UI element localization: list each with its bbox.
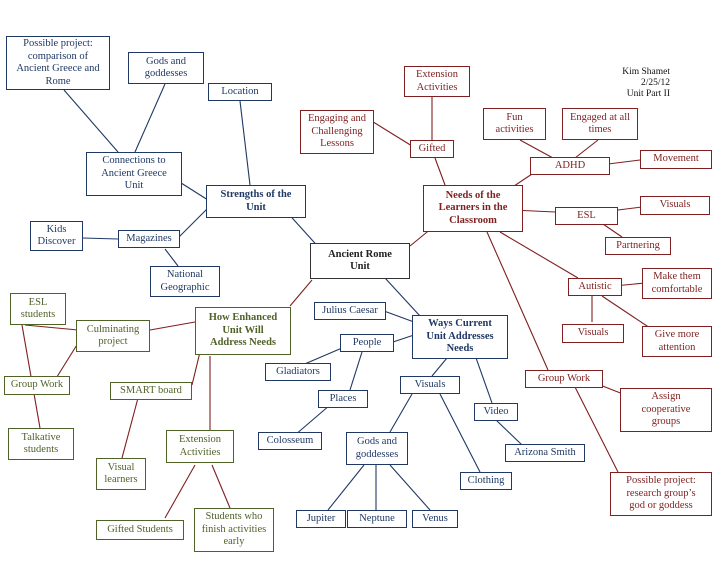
link-center-enhanced <box>289 279 313 307</box>
node-possible-project-comparison: Possible project: comparison of Ancient … <box>6 36 110 90</box>
node-finish-early: Students who finish activities early <box>194 508 274 552</box>
node-national-geographic: National Geographic <box>150 266 220 297</box>
node-give-attention: Give more attention <box>642 326 712 357</box>
link-culminating-groupwork <box>54 339 81 381</box>
node-arizona-smith: Arizona Smith <box>505 444 585 462</box>
node-colosseum: Colosseum <box>258 432 322 450</box>
node-gifted-students: Gifted Students <box>96 520 184 540</box>
link-video-arizona <box>495 419 523 446</box>
link-groupwork-research <box>574 386 619 473</box>
link-strengths-location <box>239 100 251 186</box>
link-smart-visual <box>121 397 139 459</box>
node-group-work-needs: Group Work <box>525 370 603 388</box>
link-current-visuals <box>431 357 448 377</box>
link-places-colosseum <box>294 404 331 436</box>
node-kids-discover: Kids Discover <box>30 221 83 251</box>
node-extension-needs: Extension Activities <box>404 66 470 97</box>
needs-node: Needs of the Learners in the Classroom <box>423 185 523 232</box>
node-culminating-project: Culminating project <box>76 320 150 352</box>
link-esl-visuals <box>617 206 643 211</box>
link-extension-finish <box>211 464 231 509</box>
link-connections-project <box>63 89 119 153</box>
link-culminating-esl <box>24 324 79 331</box>
node-neptune: Neptune <box>347 510 407 528</box>
link-current-video <box>474 354 493 404</box>
author-unit: Unit Part II <box>626 89 670 99</box>
node-engaged-all-times: Engaged at all times <box>562 108 638 140</box>
node-visuals-esl: Visuals <box>640 196 710 215</box>
link-enhanced-culminating <box>149 321 196 331</box>
node-gods-goddesses-strengths: Gods and goddesses <box>128 52 204 84</box>
node-visuals-autistic: Visuals <box>562 324 624 343</box>
link-people-places <box>349 351 363 391</box>
node-autistic: Autistic <box>568 278 622 296</box>
node-venus: Venus <box>412 510 458 528</box>
node-clothing: Clothing <box>460 472 512 490</box>
node-gifted: Gifted <box>410 140 454 158</box>
node-gods-goddesses-current: Gods and goddesses <box>346 432 408 465</box>
node-possible-project-research: Possible project: research group’s god o… <box>610 472 712 516</box>
node-jupiter: Jupiter <box>296 510 346 528</box>
link-connections-gods <box>134 83 166 153</box>
link-gods-venus <box>389 464 431 511</box>
link-magazines-kids <box>82 237 119 240</box>
node-gladiators: Gladiators <box>265 363 331 381</box>
node-fun-activities: Fun activities <box>483 108 546 140</box>
link-current-people <box>392 334 415 343</box>
link-current-julius <box>383 310 415 323</box>
node-julius-caesar: Julius Caesar <box>314 302 386 320</box>
node-people: People <box>340 334 394 352</box>
author-stamp: Kim Shamet 2/25/12 Unit Part II <box>622 67 670 100</box>
link-autistic-attention <box>601 295 651 329</box>
node-connections-greece: Connections to Ancient Greece Unit <box>86 152 182 196</box>
author-date: 2/25/12 <box>640 78 670 88</box>
node-adhd: ADHD <box>530 157 610 175</box>
node-visuals-current: Visuals <box>400 376 460 394</box>
link-magazines-natgeo <box>164 248 179 267</box>
node-video: Video <box>474 403 518 421</box>
node-extension-enhanced: Extension Activities <box>166 430 234 463</box>
node-partnering: Partnering <box>605 237 671 255</box>
author-name: Kim Shamet <box>622 67 670 77</box>
link-needs-autistic <box>499 231 579 279</box>
current-node: Ways Current Unit Addresses Needs <box>412 315 508 359</box>
node-make-comfortable: Make them comfortable <box>642 268 712 299</box>
center-node: Ancient Rome Unit <box>310 243 410 279</box>
link-gifted-engaging <box>369 119 413 147</box>
node-movement: Movement <box>640 150 712 169</box>
node-assign-groups: Assign cooperative groups <box>620 388 712 432</box>
link-visuals-gods <box>389 393 413 433</box>
link-enhanced-smart <box>191 351 201 386</box>
node-smart-board: SMART board <box>110 382 192 400</box>
link-adhd-fun <box>519 139 554 159</box>
node-visual-learners: Visual learners <box>96 458 146 490</box>
link-extension-gifted <box>164 464 196 519</box>
link-strengths-magazines <box>177 207 209 239</box>
node-magazines: Magazines <box>118 230 180 248</box>
node-engaging-lessons: Engaging and Challenging Lessons <box>300 110 374 154</box>
enhanced-node: How Enhanced Unit Will Address Needs <box>195 307 291 355</box>
node-location: Location <box>208 83 272 101</box>
link-gods-jupiter <box>327 464 365 511</box>
link-needs-gifted <box>434 157 446 186</box>
link-center-current <box>384 277 421 317</box>
node-esl-needs: ESL <box>555 207 618 225</box>
node-places: Places <box>318 390 368 408</box>
link-adhd-engaged <box>574 139 599 159</box>
node-group-work-enhanced: Group Work <box>4 376 70 395</box>
link-visuals-clothing <box>439 393 481 473</box>
link-needs-groupwork <box>486 231 549 371</box>
node-talkative-students: Talkative students <box>8 428 74 460</box>
node-esl-students: ESL students <box>10 293 66 325</box>
strengths-node: Strengths of the Unit <box>206 185 306 218</box>
